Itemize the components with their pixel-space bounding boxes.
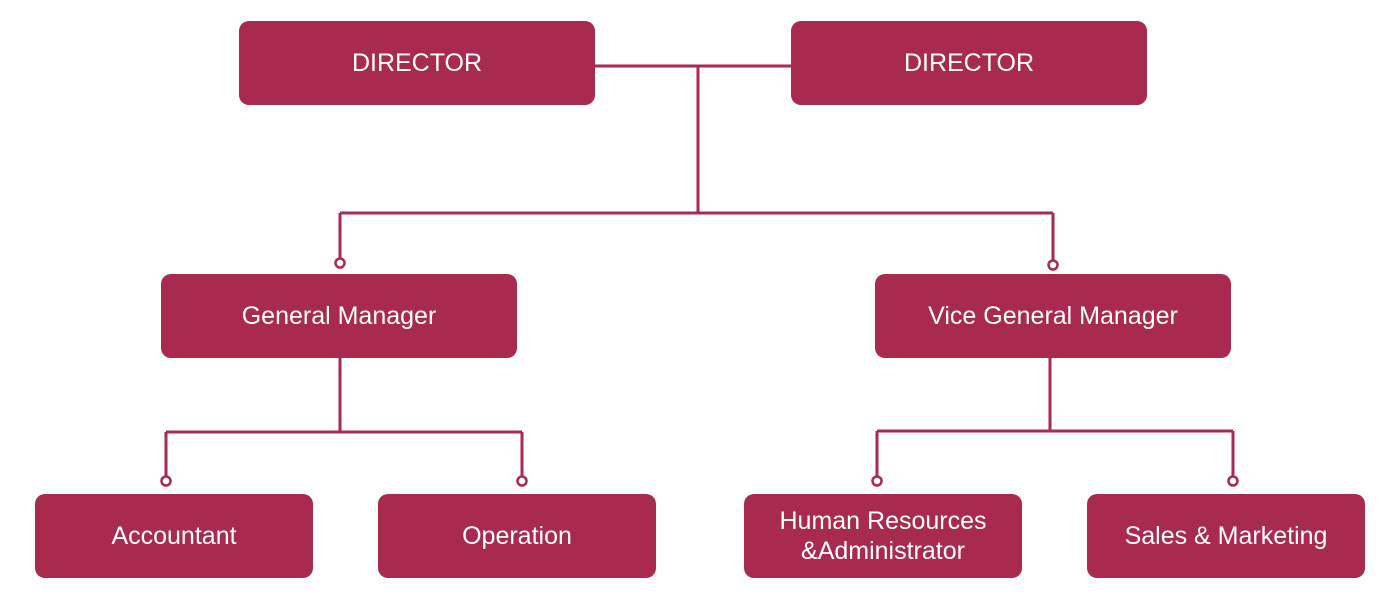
accountant-label: Accountant [111,522,237,550]
connector-dot-sales-marketing [1227,475,1239,487]
connector-dot-human-resources [871,475,883,487]
sales-marketing-label: Sales & Marketing [1124,522,1328,550]
human-resources-label: Human Resources &Administrator [779,506,986,566]
director-left-label: DIRECTOR [351,49,483,77]
connector-dot-accountant [160,475,172,487]
connector-dot-general-manager [334,257,346,269]
director-box-left: DIRECTOR [239,21,595,105]
human-resources-box: Human Resources &Administrator [744,494,1022,578]
accountant-box: Accountant [35,494,313,578]
director-right-label: DIRECTOR [903,49,1035,77]
general-manager-box: General Manager [161,274,517,358]
operation-box: Operation [378,494,656,578]
vice-general-manager-box: Vice General Manager [875,274,1231,358]
connector-dot-vice-general-manager [1047,259,1059,271]
director-box-right: DIRECTOR [791,21,1147,105]
human-resources-label-line2: &Administrator [801,537,965,565]
connector-dot-operation [516,475,528,487]
vice-general-manager-label: Vice General Manager [928,302,1178,330]
human-resources-label-line1: Human Resources [779,507,987,535]
operation-label: Operation [462,522,572,550]
sales-marketing-box: Sales & Marketing [1087,494,1365,578]
general-manager-label: General Manager [241,302,437,330]
